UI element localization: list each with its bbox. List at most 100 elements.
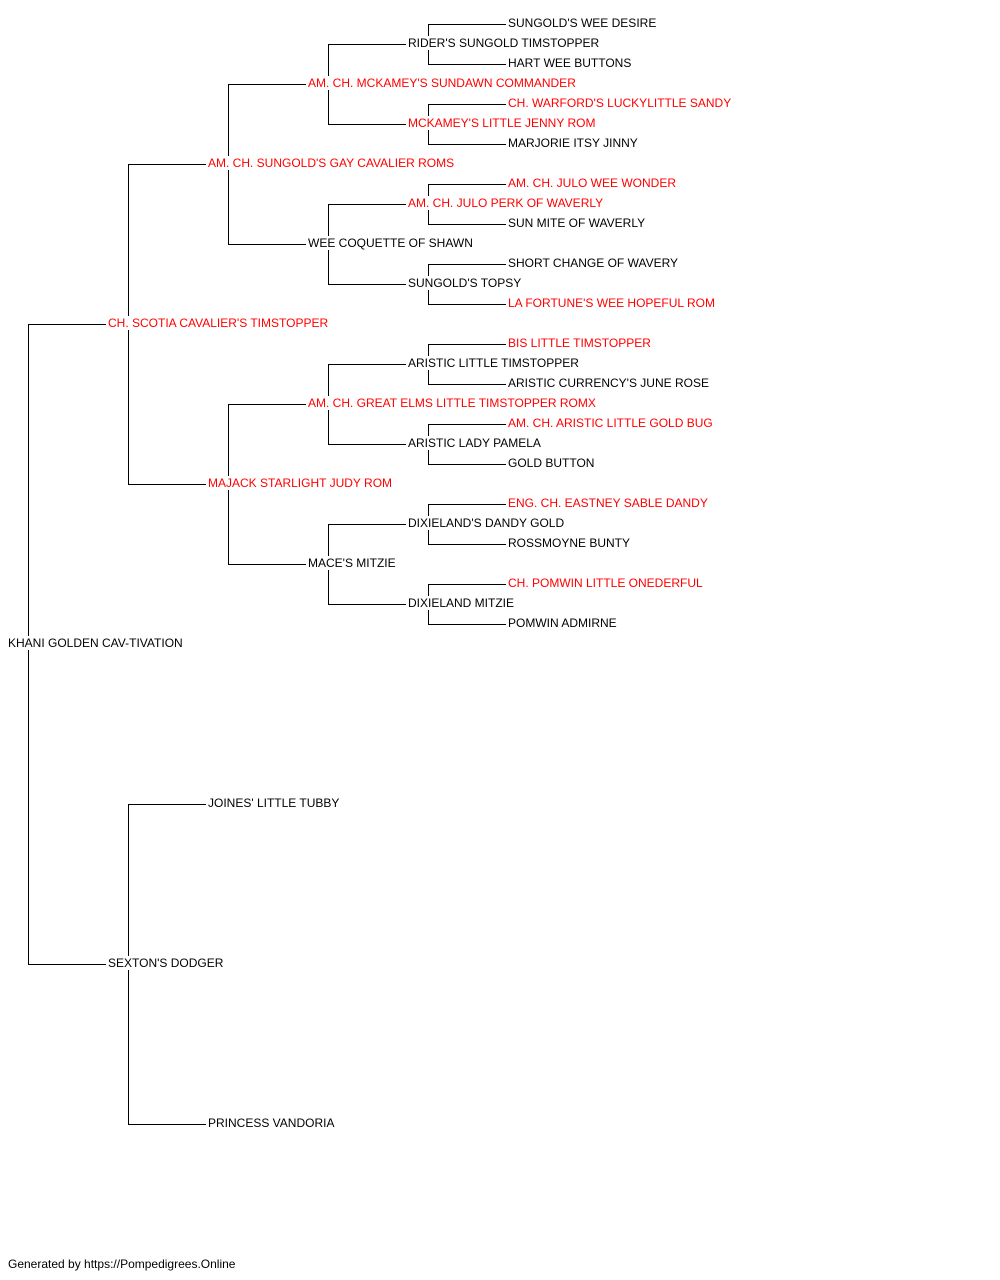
connector-horizontal: [228, 404, 306, 405]
dog-name-sdsds: AM. CH. ARISTIC LITTLE GOLD BUG: [507, 416, 714, 430]
connector-vertical: [428, 344, 429, 365]
dog-name-ss: AM. CH. SUNGOLD'S GAY CAVALIER ROMS: [207, 156, 456, 170]
connector-vertical: [428, 364, 429, 385]
dog-name-sddsd: ROSSMOYNE BUNTY: [507, 536, 632, 550]
connector-horizontal: [328, 124, 406, 125]
dog-name-sssss: SUNGOLD'S WEE DESIRE: [507, 16, 658, 30]
connector-horizontal: [428, 544, 506, 545]
connector-horizontal: [128, 164, 206, 165]
connector-horizontal: [128, 804, 206, 805]
dog-name-n0: KHANI GOLDEN CAV-TIVATION: [7, 636, 184, 650]
connector-vertical: [428, 504, 429, 525]
connector-horizontal: [328, 444, 406, 445]
dog-name-ssdsd: SUN MITE OF WAVERLY: [507, 216, 647, 230]
connector-vertical: [428, 124, 429, 145]
connector-vertical: [128, 164, 129, 325]
connector-horizontal: [128, 1124, 206, 1125]
connector-horizontal: [428, 344, 506, 345]
connector-vertical: [128, 324, 129, 485]
connector-vertical: [28, 644, 29, 965]
connector-horizontal: [428, 584, 506, 585]
dog-name-ds: JOINES' LITTLE TUBBY: [207, 796, 341, 810]
connector-horizontal: [228, 84, 306, 85]
connector-horizontal: [328, 604, 406, 605]
dog-name-ssss: RIDER'S SUNGOLD TIMSTOPPER: [407, 36, 601, 50]
connector-vertical: [428, 584, 429, 605]
connector-vertical: [228, 404, 229, 485]
connector-horizontal: [428, 224, 506, 225]
connector-horizontal: [328, 284, 406, 285]
connector-vertical: [428, 284, 429, 305]
connector-horizontal: [428, 184, 506, 185]
connector-horizontal: [128, 484, 206, 485]
dog-name-ssssd: HART WEE BUTTONS: [507, 56, 633, 70]
connector-horizontal: [428, 464, 506, 465]
connector-vertical: [228, 164, 229, 245]
connector-horizontal: [428, 64, 506, 65]
connector-horizontal: [428, 104, 506, 105]
dog-name-sssd: MCKAMEY'S LITTLE JENNY ROM: [407, 116, 597, 130]
dog-name-sdds: DIXIELAND'S DANDY GOLD: [407, 516, 566, 530]
connector-vertical: [28, 324, 29, 645]
connector-vertical: [328, 564, 329, 605]
connector-vertical: [328, 204, 329, 245]
dog-name-sddds: CH. POMWIN LITTLE ONEDERFUL: [507, 576, 704, 590]
connector-vertical: [328, 84, 329, 125]
connector-vertical: [228, 484, 229, 565]
dog-name-ssdss: AM. CH. JULO WEE WONDER: [507, 176, 678, 190]
connector-horizontal: [28, 324, 106, 325]
dog-name-ssdd: SUNGOLD'S TOPSY: [407, 276, 523, 290]
connector-horizontal: [328, 204, 406, 205]
connector-vertical: [428, 104, 429, 125]
connector-vertical: [128, 804, 129, 965]
connector-vertical: [428, 184, 429, 205]
connector-horizontal: [328, 364, 406, 365]
connector-vertical: [428, 444, 429, 465]
dog-name-sdsd: ARISTIC LADY PAMELA: [407, 436, 542, 450]
connector-vertical: [328, 404, 329, 445]
dog-name-d: SEXTON'S DODGER: [107, 956, 225, 970]
dog-name-sddss: ENG. CH. EASTNEY SABLE DANDY: [507, 496, 709, 510]
dog-name-sssds: CH. WARFORD'S LUCKYLITTLE SANDY: [507, 96, 733, 110]
connector-vertical: [328, 524, 329, 565]
dog-name-sdss: ARISTIC LITTLE TIMSTOPPER: [407, 356, 580, 370]
connector-vertical: [428, 24, 429, 45]
dog-name-sd: MAJACK STARLIGHT JUDY ROM: [207, 476, 394, 490]
connector-horizontal: [328, 524, 406, 525]
dog-name-ssd: WEE COQUETTE OF SHAWN: [307, 236, 474, 250]
dog-name-sssdd: MARJORIE ITSY JINNY: [507, 136, 639, 150]
connector-horizontal: [228, 564, 306, 565]
dog-name-ssds: AM. CH. JULO PERK OF WAVERLY: [407, 196, 605, 210]
dog-name-sds: AM. CH. GREAT ELMS LITTLE TIMSTOPPER ROM…: [307, 396, 597, 410]
connector-horizontal: [428, 24, 506, 25]
dog-name-sdssd: ARISTIC CURRENCY'S JUNE ROSE: [507, 376, 710, 390]
dog-name-dd: PRINCESS VANDORIA: [207, 1116, 336, 1130]
connector-vertical: [428, 204, 429, 225]
connector-vertical: [328, 44, 329, 85]
connector-horizontal: [428, 384, 506, 385]
connector-vertical: [128, 964, 129, 1125]
connector-vertical: [428, 424, 429, 445]
connector-vertical: [228, 84, 229, 165]
connector-horizontal: [428, 144, 506, 145]
connector-vertical: [328, 244, 329, 285]
connector-vertical: [428, 524, 429, 545]
connector-horizontal: [428, 624, 506, 625]
connector-horizontal: [428, 424, 506, 425]
connector-horizontal: [428, 304, 506, 305]
connector-vertical: [428, 44, 429, 65]
footer-credit: Generated by https://Pompedigrees.Online: [8, 1257, 236, 1271]
connector-horizontal: [28, 964, 106, 965]
connector-horizontal: [228, 244, 306, 245]
dog-name-sdsss: BIS LITTLE TIMSTOPPER: [507, 336, 652, 350]
dog-name-sdd: MACE'S MITZIE: [307, 556, 397, 570]
dog-name-sdsdd: GOLD BUTTON: [507, 456, 596, 470]
dog-name-sss: AM. CH. MCKAMEY'S SUNDAWN COMMANDER: [307, 76, 577, 90]
dog-name-s: CH. SCOTIA CAVALIER'S TIMSTOPPER: [107, 316, 330, 330]
dog-name-sdddd: POMWIN ADMIRNE: [507, 616, 618, 630]
connector-horizontal: [428, 504, 506, 505]
connector-horizontal: [328, 44, 406, 45]
dog-name-sddd: DIXIELAND MITZIE: [407, 596, 516, 610]
connector-horizontal: [428, 264, 506, 265]
